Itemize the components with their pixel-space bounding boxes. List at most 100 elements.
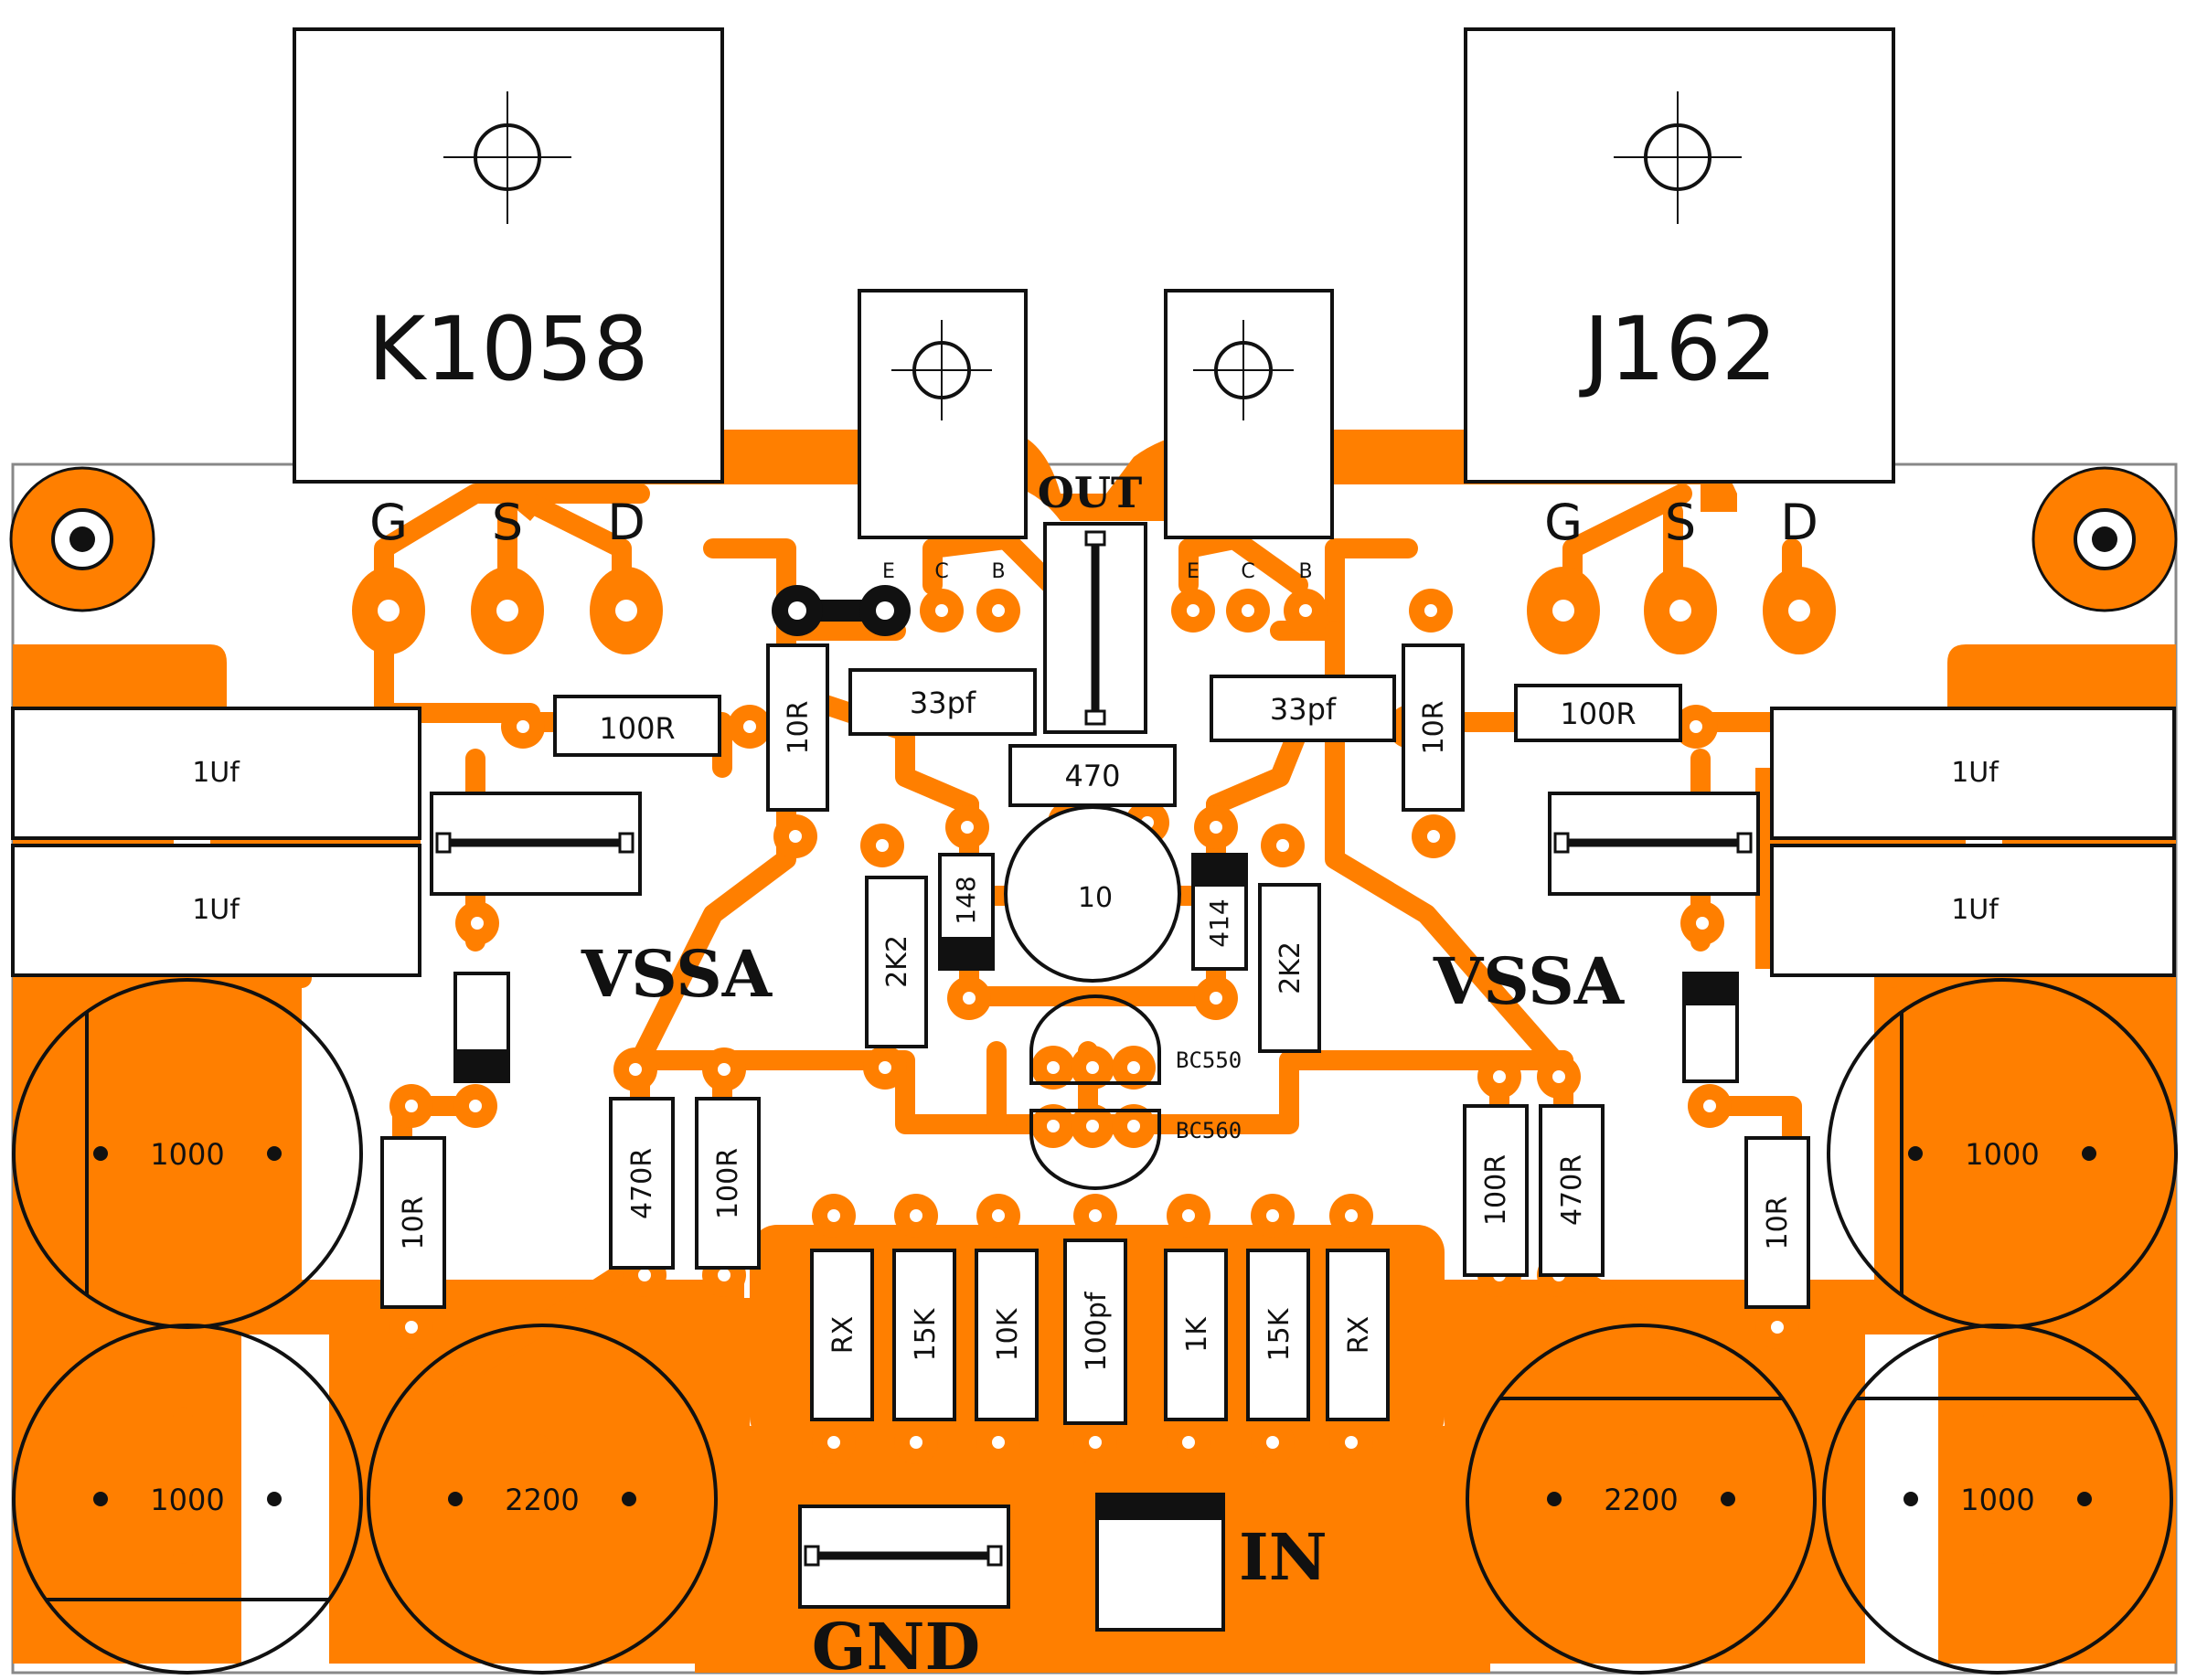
mosfet-left-pin-d: D [607, 494, 645, 551]
out-label: OUT [1038, 468, 1142, 517]
pad-hole [1210, 821, 1222, 834]
driver-left-pin-c: C [934, 560, 948, 583]
pad-hole [718, 1269, 730, 1281]
pad-hole [638, 1269, 651, 1281]
pad-hole [405, 1321, 418, 1334]
pad-hole [827, 1209, 840, 1222]
pad-hole [1182, 1209, 1195, 1222]
d-414: 414 [1204, 898, 1234, 947]
pad-hole [718, 1063, 730, 1076]
driver-right-pin-e: E [1187, 560, 1200, 583]
bottom-row-body [810, 1249, 874, 1421]
driver-right-body [1164, 289, 1334, 539]
electrolytic-cap: 1000 [12, 1324, 363, 1675]
electrolytic-cap: 2200 [367, 1324, 718, 1675]
cap-pin [1721, 1492, 1735, 1506]
mosfet-left-body [293, 27, 724, 484]
pad-hole [1089, 1209, 1102, 1222]
electrolytic-cap: 1000 [1827, 978, 2178, 1329]
pad-hole [1047, 1061, 1060, 1074]
d-148: 148 [951, 876, 981, 924]
pad-hole [1345, 1209, 1358, 1222]
bottom-row-body [892, 1249, 956, 1421]
pad-hole [517, 720, 529, 733]
bottom-row-body [1326, 1249, 1390, 1421]
bottom-row-value: 15K [1264, 1307, 1296, 1361]
brand-right: VSSA [1433, 943, 1626, 1019]
pad-hole [789, 830, 802, 843]
mosfet-right-pin-d: D [1780, 494, 1818, 551]
pad-hole [1047, 1120, 1060, 1132]
pad-hole [827, 1436, 840, 1449]
cap-pin [267, 1146, 282, 1161]
pad-hole [1242, 604, 1254, 617]
pad-hole [876, 839, 889, 852]
bottom-row-value: RX [827, 1316, 859, 1354]
pad-hole [910, 1436, 922, 1449]
cap-value: 1000 [1965, 1137, 2039, 1172]
pad-hole [615, 600, 637, 622]
r-10r-right-top: 10R [1418, 700, 1450, 754]
cap-pin [93, 1492, 108, 1506]
pad-hole [469, 1100, 482, 1112]
c-33pf-left: 33pf [910, 686, 976, 720]
pad-hole [992, 1436, 1005, 1449]
cap-outline [1466, 1324, 1817, 1675]
pad-hole [1266, 1209, 1279, 1222]
pad-hole [1690, 720, 1702, 733]
cap-value: 1000 [150, 1483, 224, 1517]
pad-hole [1427, 830, 1440, 843]
mosfet-right-pin-g: G [1544, 494, 1583, 551]
cap-value: 1000 [1960, 1483, 2034, 1517]
c-33pf-right: 33pf [1270, 692, 1337, 727]
r-gate-right: 100R [1560, 696, 1636, 731]
mosfet-right-body [1464, 27, 1895, 484]
r-10r-left: 10R [398, 1196, 430, 1249]
cap-pin [267, 1492, 282, 1506]
cap-pin [2082, 1146, 2096, 1161]
mount-hole-left [9, 466, 155, 612]
pad-hole [471, 917, 484, 930]
bottom-row-body [1164, 1249, 1228, 1421]
cap-outline [1827, 978, 2178, 1329]
pad-hole [961, 821, 974, 834]
c-1uf-left-bottom: 1Uf [192, 894, 240, 926]
cap-pin [1547, 1492, 1562, 1506]
pad-hole [1552, 600, 1574, 622]
silkscreen: K1058 G S D J162 G S D E C B E C B OUT [9, 27, 2178, 1680]
bottom-row-body [975, 1249, 1039, 1421]
pad-hole [1266, 1436, 1279, 1449]
pad-hole [1089, 1436, 1102, 1449]
c-1uf-right-top: 1Uf [1951, 757, 1999, 789]
brand-left: VSSA [581, 936, 773, 1012]
bottom-row-value: 15K [910, 1307, 942, 1361]
bottom-row-body [1246, 1249, 1310, 1421]
pad-hole [629, 1063, 642, 1076]
pad-hole [378, 600, 400, 622]
pad-hole [910, 1209, 922, 1222]
mosfet-left-pin-s: S [492, 494, 523, 551]
pad-hole [1127, 1120, 1140, 1132]
r-470-top: 470 [1064, 759, 1120, 793]
jumper [772, 585, 911, 636]
r-100r-right: 100R [1480, 1154, 1512, 1226]
bottom-row-value: 100pf [1081, 1291, 1113, 1371]
driver-left-pin-b: B [991, 560, 1005, 583]
pad-hole [1086, 1120, 1099, 1132]
bottom-row-value: 1K [1181, 1316, 1213, 1353]
cap-outline [12, 1324, 363, 1675]
trimmer-value: 10 [1078, 882, 1113, 914]
pad-hole [496, 600, 518, 622]
pad-hole [1210, 992, 1222, 1005]
pad-hole [963, 992, 976, 1005]
pad-hole [1669, 600, 1691, 622]
r-gate-left: 100R [599, 711, 675, 746]
bottom-row-body [1063, 1239, 1127, 1425]
cap-pin [93, 1146, 108, 1161]
cap-pin [2077, 1492, 2092, 1506]
pad-hole [992, 604, 1005, 617]
driver-right-pin-c: C [1241, 560, 1254, 583]
pad-hole [1771, 1321, 1784, 1334]
